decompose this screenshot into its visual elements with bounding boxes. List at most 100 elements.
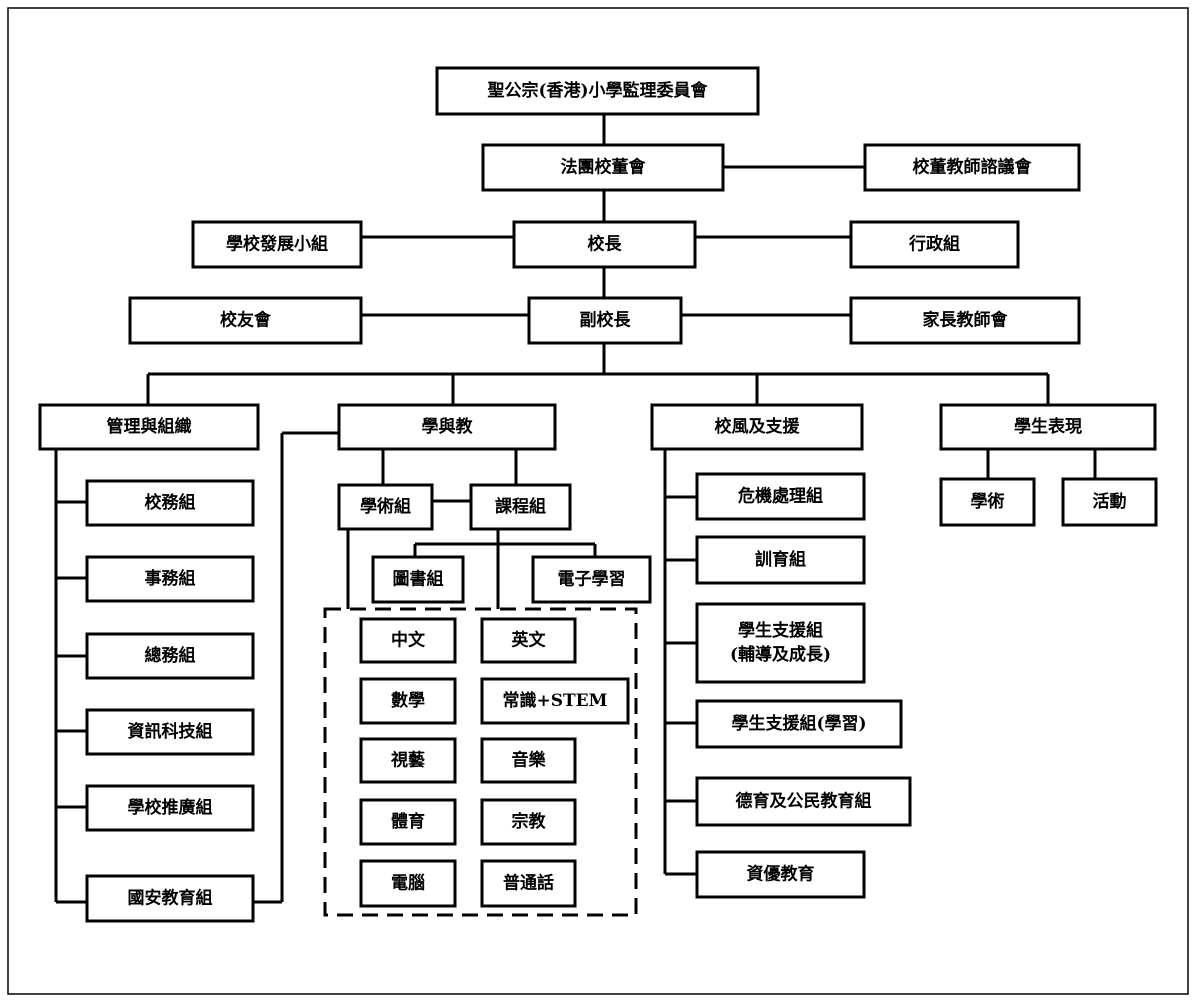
subject-putonghua-label: 普通話 [503,873,554,894]
subject-pe-box-frame [359,798,457,846]
student-activities-label: 活動 [1093,491,1127,512]
e-learning-box: 電子學習 [531,555,652,604]
consultation-council-box: 校董教師諮議會 [863,143,1081,192]
connector-lines [54,114,1097,904]
general-services-label: 總務組 [145,645,196,666]
subject-visual-arts-box-frame [359,737,457,784]
academic-box-frame [337,483,434,531]
subject-english-label: 英文 [512,630,547,651]
imc-box-frame [481,143,725,192]
student-academic-label: 學術 [971,491,1005,512]
subjects-dashed-frame [323,607,638,917]
subject-english-box: 英文 [480,617,577,664]
subject-math-box-frame [359,677,457,725]
subject-visual-arts-box: 視藝 [359,737,457,784]
learning-teaching-label: 學與教 [422,416,474,437]
it-label: 資訊科技組 [128,721,213,742]
general-services-box-frame [85,632,255,680]
principal-box-frame [512,220,697,269]
e-learning-label: 電子學習 [558,570,626,590]
subject-computer-box: 電腦 [359,859,457,908]
subject-gs-stem-box: 常識+STEM [480,677,630,725]
management-box-frame [38,403,260,451]
outer-frame [7,7,1189,995]
administration-box-frame [849,220,1020,269]
student-support-learning-box: 學生支援組(學習) [695,699,903,749]
curriculum-label: 課程組 [495,496,546,517]
national-security-box-frame [85,874,255,923]
discipline-box: 訓育組 [695,535,866,585]
school-ethos-label: 校風及支援 [715,416,801,437]
national-security-box: 國安教育組 [85,874,255,923]
student-support-guidance-box: 學生支援組 (輔導及成長) [695,602,866,684]
promotion-box: 學校推廣組 [85,784,255,832]
subject-english-box-frame [480,617,577,664]
alumni-box-frame [128,296,363,345]
affairs-label: 事務組 [145,568,196,589]
subject-visual-arts-label: 視藝 [390,750,425,771]
student-support-learning-box-frame [695,699,903,749]
subject-computer-box-frame [359,859,457,908]
subject-chinese-label: 中文 [391,630,426,651]
consultation-council-box-frame [863,143,1081,192]
administration-label: 行政組 [908,234,960,255]
library-box: 圖書組 [371,555,465,604]
it-box-frame [85,708,255,756]
supervisory-council-label: 聖公宗(香港)小學監理委員會 [487,80,708,101]
crisis-management-box-frame [695,472,866,521]
discipline-box-frame [695,535,866,585]
promotion-box-frame [85,784,255,832]
vice-principal-box-frame [527,296,683,345]
library-box-frame [371,555,465,604]
general-affairs-box: 校務組 [85,479,255,527]
subject-computer-label: 電腦 [391,873,425,894]
school-ethos-box-frame [650,403,864,451]
school-ethos-box: 校風及支援 [650,403,864,451]
subject-putonghua-box: 普通話 [480,859,577,908]
subject-gs-stem-label: 常識+STEM [503,690,608,711]
student-support-guidance-box-frame [695,602,866,684]
subject-chinese-box: 中文 [359,617,457,664]
general-services-box: 總務組 [85,632,255,680]
crisis-management-label: 危機處理組 [737,486,823,507]
imc-box: 法團校董會 [481,143,725,192]
supervisory-council-box: 聖公宗(香港)小學監理委員會 [435,66,760,116]
administration-box: 行政組 [849,220,1020,269]
alumni-box: 校友會 [128,296,363,345]
student-performance-box-frame [939,403,1157,451]
principal-label: 校長 [588,234,623,255]
subject-music-box: 音樂 [480,737,577,784]
subject-music-box-frame [480,737,577,784]
discipline-label: 訓育組 [755,549,806,570]
subject-religion-label: 宗教 [512,811,547,832]
learning-teaching-box-frame [337,403,557,451]
student-activities-box-frame [1061,477,1158,527]
school-development-box: 學校發展小組 [191,220,363,269]
student-support-learning-label: 學生支援組(學習) [731,713,866,734]
gifted-education-label: 資優教育 [747,864,815,885]
library-label: 圖書組 [393,569,444,590]
consultation-council-label: 校董教師諮議會 [913,157,1033,178]
principal-box: 校長 [512,220,697,269]
moral-civic-label: 德育及公民教育組 [736,791,872,812]
school-development-label: 學校發展小組 [226,234,328,255]
affairs-box: 事務組 [85,555,255,603]
alumni-label: 校友會 [220,310,272,331]
pta-box-frame [849,296,1081,345]
subject-putonghua-box-frame [480,859,577,908]
label-line-0: 學生支援組 [738,620,823,641]
subject-pe-label: 體育 [391,811,425,832]
learning-teaching-box: 學與教 [337,403,557,451]
curriculum-box-frame [469,483,572,531]
student-academic-box-frame [939,477,1036,527]
gifted-education-box: 資優教育 [695,850,866,899]
academic-label: 學術組 [360,496,411,517]
curriculum-box: 課程組 [469,483,572,531]
label-line-1: (輔導及成長) [730,644,831,665]
subject-math-label: 數學 [391,690,425,711]
school-development-box-frame [191,220,363,269]
pta-box: 家長教師會 [849,296,1081,345]
subject-religion-box-frame [480,798,577,846]
student-performance-box: 學生表現 [939,403,1157,451]
